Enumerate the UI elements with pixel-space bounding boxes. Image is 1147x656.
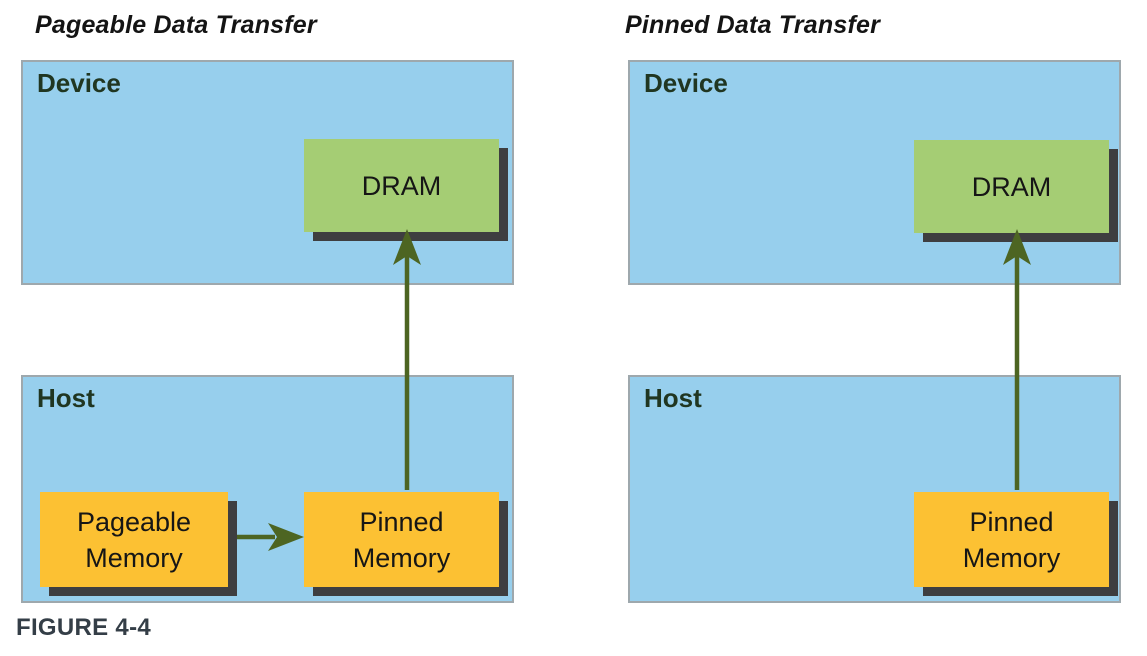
figure-caption: FIGURE 4-4	[16, 614, 152, 641]
pinned-memory-box-right: Pinned Memory	[914, 492, 1109, 587]
host-label: Host	[37, 383, 95, 413]
host-label: Host	[644, 383, 702, 413]
pageable-device-container: Device DRAM	[21, 60, 514, 285]
device-label: Device	[644, 68, 728, 98]
pinned-host-container: Host Pinned Memory	[628, 375, 1121, 603]
pageable-transfer-title: Pageable Data Transfer	[35, 11, 317, 39]
pageable-host-container: Host Pageable Memory Pinned Memory	[21, 375, 514, 603]
pinned-dram-box: DRAM	[914, 140, 1109, 233]
pinned-transfer-title: Pinned Data Transfer	[625, 11, 881, 39]
pinned-memory-box-left: Pinned Memory	[304, 492, 499, 587]
dram-label: DRAM	[361, 170, 442, 201]
pageable-dram-box: DRAM	[304, 139, 499, 232]
pinned-memory-label: Pinned Memory	[352, 506, 451, 573]
dram-label: DRAM	[971, 171, 1052, 202]
pageable-memory-box: Pageable Memory	[40, 492, 228, 587]
pageable-memory-label: Pageable Memory	[76, 506, 192, 573]
device-label: Device	[37, 68, 121, 98]
pinned-device-container: Device DRAM	[628, 60, 1121, 285]
pinned-memory-label: Pinned Memory	[962, 506, 1061, 573]
